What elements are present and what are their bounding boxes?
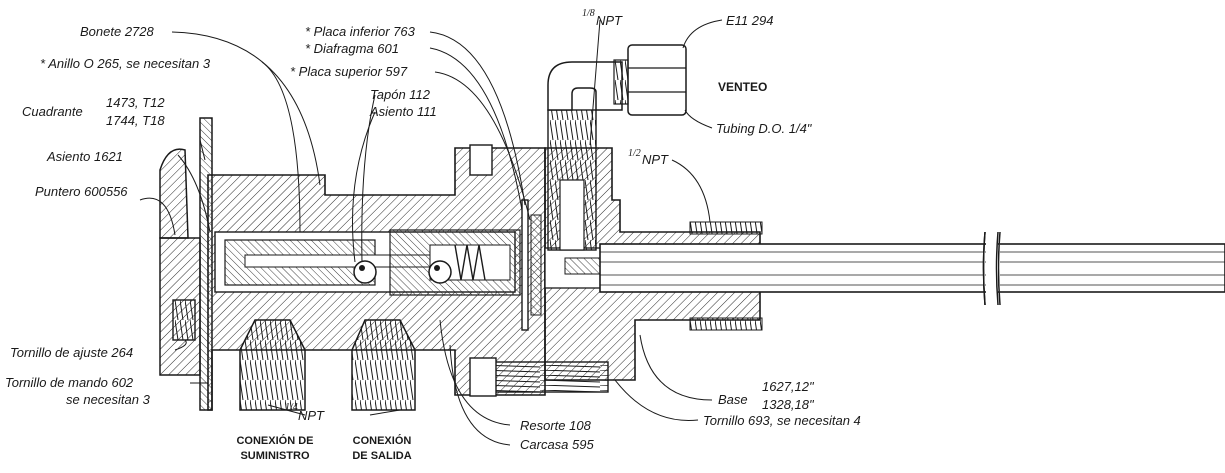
label-bonete: Bonete 2728 (80, 24, 154, 39)
label-asiento-1621: Asiento 1621 (47, 149, 123, 164)
label-cuadrante-a: 1473, T12 (106, 95, 165, 110)
vent-elbow (547, 61, 623, 111)
label-tapon: Tapón 112 (370, 87, 431, 102)
thread-half-npt (689, 221, 763, 235)
label-tornillo-mando: Tornillo de mando 602 (5, 375, 134, 390)
outlet-port (351, 319, 416, 411)
npt-mid-fraction: 1/2 (628, 148, 641, 159)
label-tubing: Tubing D.O. 1/4" (716, 121, 812, 136)
label-e11: E11 294 (726, 13, 774, 28)
label-puntero: Puntero 600556 (35, 184, 128, 199)
label-anillo-o: * Anillo O 265, se necesitan 3 (40, 56, 211, 71)
ball-left (353, 260, 377, 284)
leader-lines (139, 19, 723, 446)
label-npt-mid: NPT (642, 152, 668, 167)
label-carcasa: Carcasa 595 (520, 437, 594, 452)
knob-top (469, 144, 493, 176)
ball-right (428, 260, 452, 284)
supply-port (239, 319, 306, 411)
label-conexion-suministro-2: SUMINISTRO (240, 450, 310, 462)
label-tornillo-mando-qty: se necesitan 3 (66, 392, 150, 407)
label-conexion-salida-2: DE SALIDA (352, 450, 412, 462)
label-npt-top: NPT (596, 13, 622, 28)
label-cuadrante: Cuadrante (22, 104, 83, 119)
label-placa-inferior: * Placa inferior 763 (305, 24, 415, 39)
nut-e11 (627, 44, 687, 116)
label-npt-bottom: NPT (298, 408, 324, 423)
label-base-b: 1328,18" (762, 397, 814, 412)
spring-108 (454, 244, 486, 281)
diaphragm (521, 199, 529, 331)
label-asiento-111: Asiento 111 (370, 104, 437, 119)
label-tornillo-ajuste: Tornillo de ajuste 264 (10, 345, 134, 360)
label-conexion-salida-1: CONEXIÓN (352, 435, 412, 447)
dial-part (159, 148, 189, 239)
label-resorte: Resorte 108 (520, 418, 591, 433)
npt-top-fraction: 1/8 (582, 8, 595, 19)
npt-bottom-fraction: 1/4 (285, 402, 298, 413)
label-placa-superior: * Placa superior 597 (290, 64, 408, 79)
adjust-screw-264 (172, 299, 196, 341)
label-base-a: 1627,12" (762, 379, 814, 394)
label-diafragma: * Diafragma 601 (305, 41, 399, 56)
label-cuadrante-b: 1744, T18 (106, 113, 165, 128)
label-conexion-suministro-1: CONEXIÓN DE (236, 435, 314, 447)
label-tornillo-693: Tornillo 693, se necesitan 4 (703, 413, 861, 428)
label-base: Base (718, 392, 748, 407)
screw-693 (477, 361, 609, 393)
label-venteo: VENTEO (718, 80, 768, 94)
